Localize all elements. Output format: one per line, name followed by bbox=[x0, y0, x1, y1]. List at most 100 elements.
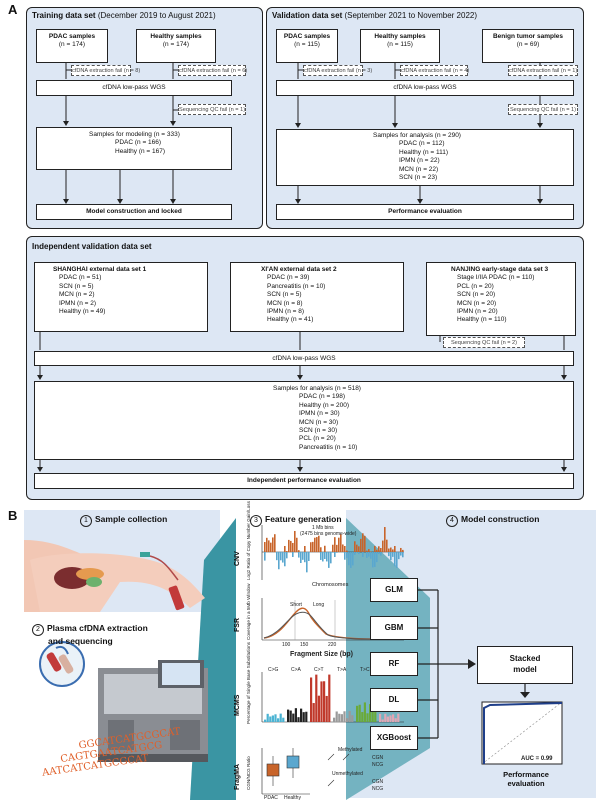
model-dl: DL bbox=[370, 688, 418, 712]
sequencer-illustration bbox=[98, 660, 208, 762]
mcms-bar bbox=[297, 717, 300, 722]
mcms-category-label: T>C bbox=[360, 667, 370, 673]
cnv-gain-bar bbox=[264, 542, 266, 552]
fragma-label: FragMA bbox=[234, 763, 241, 790]
cnv-gain-bar bbox=[312, 541, 314, 552]
cnv-loss-bar bbox=[332, 552, 334, 553]
mcms-bar bbox=[305, 711, 308, 722]
cnv-loss-bar bbox=[372, 552, 374, 568]
mcms-bar bbox=[310, 677, 313, 722]
cnv-loss-bar bbox=[392, 552, 394, 557]
validation-wgs-box: cfDNA low-pass WGS bbox=[276, 80, 574, 96]
cnv-gain-bar bbox=[394, 546, 396, 552]
cnv-ylabel: Log2 Ratio of Copy Number Gain/Loss bbox=[246, 501, 251, 580]
cnv-gain-bar bbox=[310, 542, 312, 552]
cnv-loss-bar bbox=[394, 552, 396, 567]
cnv-loss-bar bbox=[292, 552, 294, 557]
cnv-loss-bar bbox=[354, 552, 356, 555]
cnv-gain-bar bbox=[334, 537, 336, 552]
independent-analysis-box: Samples for analysis (n = 518) PDAC (n =… bbox=[34, 381, 574, 460]
cnv-gain-bar bbox=[290, 540, 292, 552]
mcms-bar bbox=[315, 674, 318, 722]
cnv-note1: 1 Mb bins bbox=[312, 525, 334, 531]
cnv-loss-bar bbox=[282, 552, 284, 563]
training-pdac-extraction-fail: cfDNA extraction fail (n = 8) bbox=[71, 65, 140, 76]
cnv-gain-bar bbox=[288, 539, 290, 552]
cnv-loss-bar bbox=[264, 552, 266, 561]
model-xgboost: XGBoost bbox=[370, 726, 418, 750]
validation-healthy-extraction-fail: cfDNA extraction fail (n = 4) bbox=[400, 65, 469, 76]
cnv-gain-bar bbox=[392, 549, 394, 552]
fsr-ylabel: Coverage in a 5Mb Window bbox=[246, 583, 251, 640]
cnv-loss-bar bbox=[306, 552, 308, 573]
cnv-gain-bar bbox=[366, 550, 368, 552]
mcms-bar bbox=[394, 718, 397, 722]
cnv-loss-bar bbox=[278, 552, 280, 570]
cnv-gain-bar bbox=[304, 546, 306, 552]
cnv-gain-bar bbox=[292, 542, 294, 552]
cnv-loss-bar bbox=[276, 552, 278, 561]
training-healthy-extraction-fail: cfDNA extraction fail (n = 6) bbox=[178, 65, 247, 76]
mcms-bar bbox=[294, 708, 297, 722]
mcms-bar bbox=[371, 706, 374, 722]
model-gbm: GBM bbox=[370, 616, 418, 640]
cnv-gain-bar bbox=[272, 537, 274, 552]
cnv-loss-bar bbox=[368, 552, 370, 557]
cnv-label: CNV bbox=[234, 551, 241, 566]
mcms-chart bbox=[261, 672, 404, 723]
training-healthy-box: Healthy samples(n = 174) bbox=[136, 29, 216, 63]
cnv-gain-bar bbox=[320, 547, 322, 552]
mcms-bar bbox=[328, 674, 331, 722]
cnv-loss-bar bbox=[402, 552, 404, 558]
cnv-xlabel: Chromosomes bbox=[312, 582, 349, 588]
cnv-gain-bar bbox=[364, 535, 366, 552]
cnv-gain-bar bbox=[286, 551, 288, 552]
cnv-loss-bar bbox=[336, 552, 338, 553]
mcms-bar bbox=[366, 713, 369, 722]
validation-benign-box: Benign tumor samples(n = 69) bbox=[482, 29, 574, 63]
cnv-loss-bar bbox=[328, 552, 330, 568]
mcms-bar bbox=[379, 713, 382, 722]
fragma-unmethylated: Unmethylated bbox=[332, 771, 363, 777]
mcms-bar bbox=[323, 681, 326, 722]
cnv-loss-bar bbox=[378, 552, 380, 555]
cnv-loss-bar bbox=[308, 552, 310, 561]
auc-label: AUC = 0.99 bbox=[521, 756, 553, 762]
panel-a-connectors bbox=[37, 63, 567, 472]
cnv-loss-bar bbox=[352, 552, 354, 566]
independent-wgs-box: cfDNA low-pass WGS bbox=[34, 351, 574, 366]
panel-a-label: A bbox=[8, 2, 18, 17]
cnv-gain-bar bbox=[400, 547, 402, 552]
fsr-long: Long bbox=[313, 602, 325, 608]
validation-pdac-box: PDAC samples(n = 115) bbox=[276, 29, 338, 63]
cnv-gain-bar bbox=[344, 546, 346, 552]
cnv-gain-bar bbox=[316, 537, 318, 552]
panel-b-label: B bbox=[8, 508, 18, 523]
fragma-cgn-1: CGN bbox=[372, 755, 384, 761]
cnv-loss-bar bbox=[366, 552, 368, 558]
mcms-bar bbox=[320, 681, 323, 722]
cnv-gain-bar bbox=[294, 530, 296, 552]
roc-chart bbox=[481, 701, 563, 765]
cnv-gain-bar bbox=[346, 550, 348, 552]
blood-tubes-illustration bbox=[39, 641, 85, 687]
cnv-loss-bar bbox=[300, 552, 302, 563]
fsr-xlabel: Fragment Size (bp) bbox=[290, 651, 354, 658]
cnv-gain-bar bbox=[370, 551, 372, 552]
fragma-group-healthy: Healthy bbox=[284, 795, 301, 801]
model-rf: RF bbox=[370, 652, 418, 676]
cnv-gain-bar bbox=[338, 537, 340, 552]
fragma-ylabel: CGN/NCG Ratio bbox=[246, 756, 251, 790]
fragma-ncg-2: NCG bbox=[372, 786, 384, 792]
cnv-loss-bar bbox=[324, 552, 326, 559]
mcms-bar bbox=[274, 714, 277, 722]
mcms-bar bbox=[264, 719, 267, 722]
mcms-bar bbox=[389, 715, 392, 722]
fragma-group-pdac: PDAC bbox=[264, 795, 278, 801]
fragma-cgn-2: CGN bbox=[372, 779, 384, 785]
validation-sequencing-qc-fail: Sequencing QC fail (n = 1) bbox=[508, 104, 578, 115]
validation-analysis-box: Samples for analysis (n = 290) PDAC (n =… bbox=[276, 129, 574, 186]
mcms-bar bbox=[358, 704, 361, 722]
